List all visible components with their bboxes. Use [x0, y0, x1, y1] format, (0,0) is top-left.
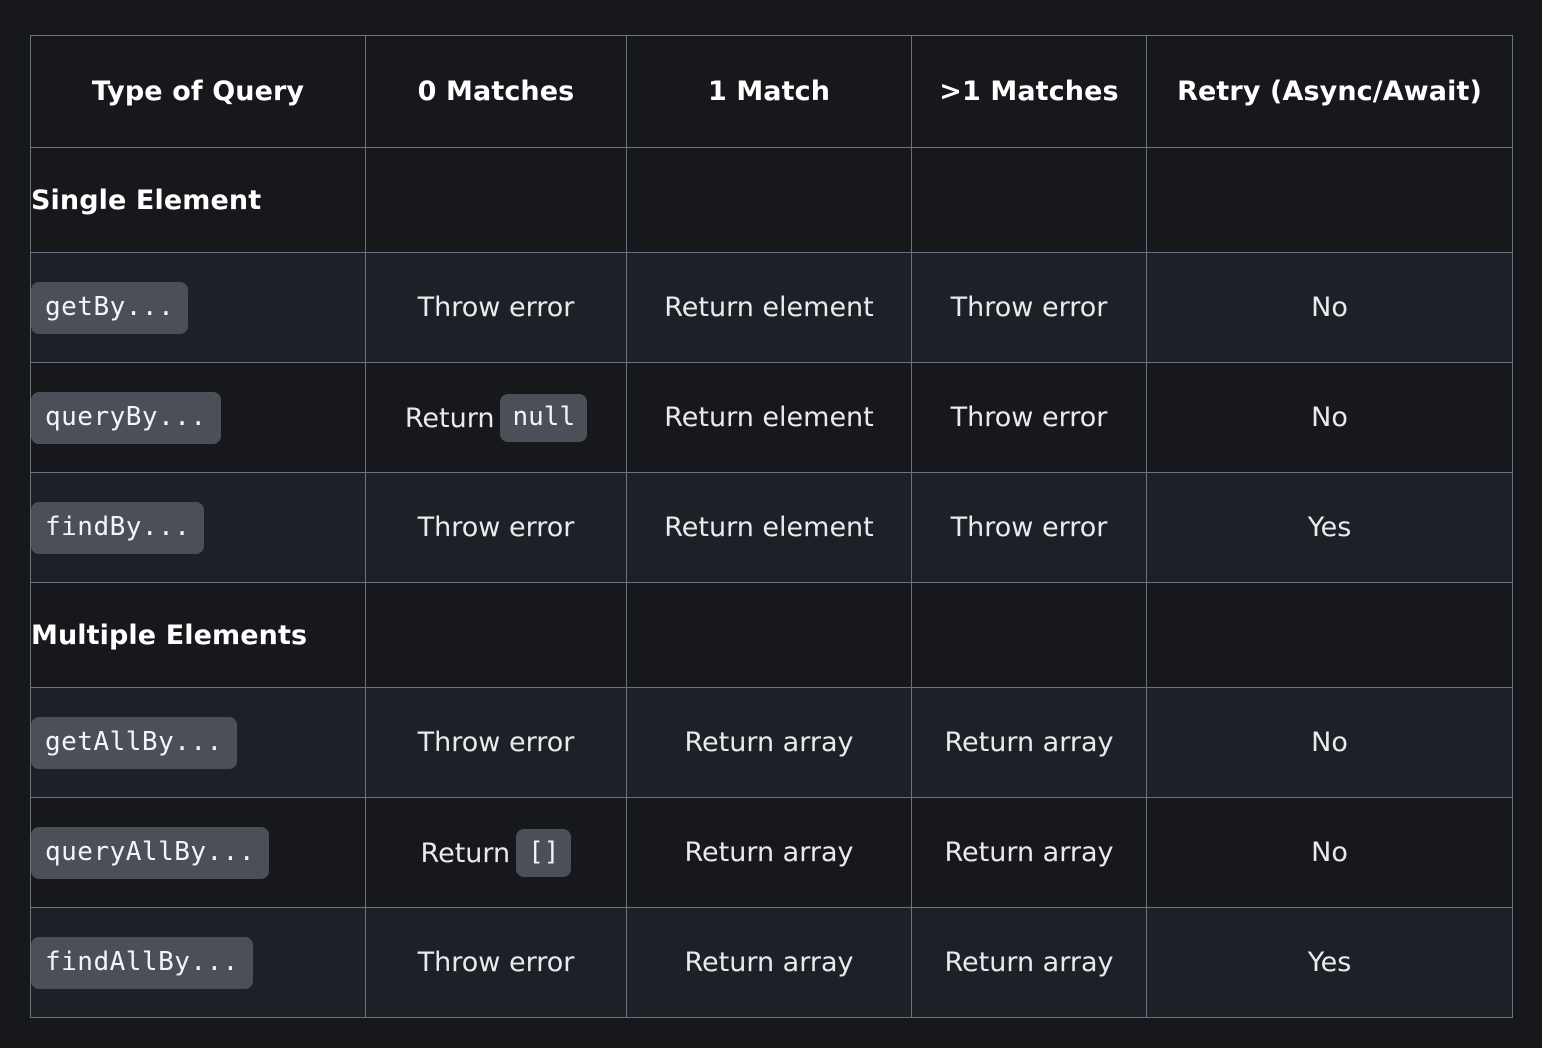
column-header-gt1-matches: >1 Matches — [911, 35, 1147, 148]
column-header-retry: Retry (Async/Await) — [1146, 35, 1513, 148]
code-chip-getallby: getAllBy... — [31, 716, 237, 769]
query-name-cell: getAllBy... — [30, 687, 366, 798]
table-row: findAllBy... Throw error Return array Re… — [30, 907, 1513, 1018]
cell-zero-matches: Throw error — [365, 252, 627, 363]
cell-one-match: Return element — [626, 362, 912, 473]
section-title-multiple-elements: Multiple Elements — [30, 582, 366, 688]
cell-many-matches: Return array — [911, 907, 1147, 1018]
section-header-row: Single Element — [30, 147, 1513, 253]
code-chip-findby: findBy... — [31, 501, 205, 554]
table-row: getBy... Throw error Return element Thro… — [30, 252, 1513, 363]
section-spacer-cell — [1146, 147, 1513, 253]
section-title-single-element: Single Element — [30, 147, 366, 253]
cell-one-match: Return array — [626, 907, 912, 1018]
column-header-0-matches: 0 Matches — [365, 35, 627, 148]
cell-many-matches: Return array — [911, 797, 1147, 908]
cell-zero-matches: Return[] — [365, 797, 627, 908]
cell-zero-matches: Throw error — [365, 907, 627, 1018]
table-body: Single Element getBy... Throw error Retu… — [30, 147, 1513, 1018]
section-spacer-cell — [626, 147, 912, 253]
section-spacer-cell — [365, 147, 627, 253]
cell-retry: Yes — [1146, 472, 1513, 583]
table-row: findBy... Throw error Return element Thr… — [30, 472, 1513, 583]
testing-library-query-table: Type of Query 0 Matches 1 Match >1 Match… — [30, 35, 1513, 1018]
cell-text: Throw error — [417, 512, 575, 543]
cell-retry: No — [1146, 797, 1513, 908]
cell-retry: No — [1146, 362, 1513, 473]
code-chip-getby: getBy... — [31, 281, 189, 334]
code-chip-findallby: findAllBy... — [31, 936, 253, 989]
section-spacer-cell — [911, 147, 1147, 253]
table-header-row: Type of Query 0 Matches 1 Match >1 Match… — [30, 35, 1513, 148]
table-header: Type of Query 0 Matches 1 Match >1 Match… — [30, 35, 1513, 148]
section-header-row: Multiple Elements — [30, 582, 1513, 688]
cell-text: Return — [404, 402, 495, 434]
code-chip-empty-array: [] — [516, 828, 572, 877]
table-row: getAllBy... Throw error Return array Ret… — [30, 687, 1513, 798]
query-name-cell: queryBy... — [30, 362, 366, 473]
section-spacer-cell — [365, 582, 627, 688]
section-spacer-cell — [1146, 582, 1513, 688]
column-header-type-of-query: Type of Query — [30, 35, 366, 148]
column-header-1-match: 1 Match — [626, 35, 912, 148]
section-spacer-cell — [911, 582, 1147, 688]
cell-retry: Yes — [1146, 907, 1513, 1018]
code-chip-queryallby: queryAllBy... — [31, 826, 269, 879]
cell-text: Throw error — [417, 947, 575, 978]
cell-one-match: Return element — [626, 252, 912, 363]
query-name-cell: getBy... — [30, 252, 366, 363]
query-name-cell: queryAllBy... — [30, 797, 366, 908]
cell-one-match: Return element — [626, 472, 912, 583]
cell-one-match: Return array — [626, 687, 912, 798]
cell-text: Return — [420, 837, 511, 869]
cell-retry: No — [1146, 687, 1513, 798]
cell-zero-matches: Throw error — [365, 687, 627, 798]
cell-text: Throw error — [417, 292, 575, 323]
table-row: queryAllBy... Return[] Return array Retu… — [30, 797, 1513, 908]
cell-many-matches: Throw error — [911, 252, 1147, 363]
query-name-cell: findBy... — [30, 472, 366, 583]
code-chip-null: null — [500, 393, 588, 442]
cell-one-match: Return array — [626, 797, 912, 908]
cell-many-matches: Throw error — [911, 472, 1147, 583]
cell-zero-matches: Throw error — [365, 472, 627, 583]
cell-text: Throw error — [417, 727, 575, 758]
section-spacer-cell — [626, 582, 912, 688]
query-name-cell: findAllBy... — [30, 907, 366, 1018]
cell-retry: No — [1146, 252, 1513, 363]
cell-many-matches: Return array — [911, 687, 1147, 798]
code-chip-queryby: queryBy... — [31, 391, 221, 444]
cell-many-matches: Throw error — [911, 362, 1147, 473]
